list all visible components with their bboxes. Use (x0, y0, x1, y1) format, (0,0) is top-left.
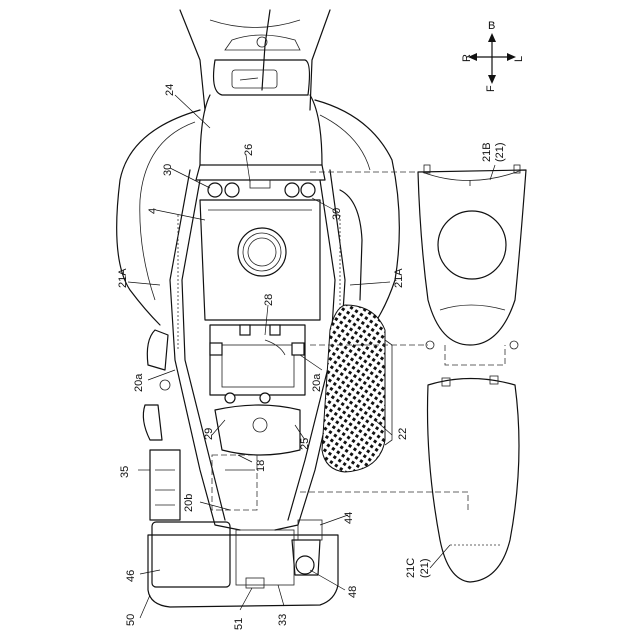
label-21b-sub: (21) (494, 142, 506, 162)
rear-section (212, 405, 300, 510)
label-50: 50 (125, 614, 137, 626)
label-21b: 21B (481, 142, 493, 162)
label-21a-left: 21A (117, 268, 129, 288)
label-4: 4 (147, 208, 159, 214)
compass-b-label: B (488, 20, 495, 32)
label-20a-right: 20a (311, 373, 323, 392)
compass-f-label: F (485, 85, 497, 92)
air-cleaner (322, 190, 392, 472)
label-21c: 21C (405, 558, 417, 578)
cover-21c (428, 376, 520, 582)
label-20b: 20b (183, 494, 195, 512)
label-35: 35 (119, 466, 131, 478)
main-frame (170, 170, 345, 530)
label-26: 26 (243, 144, 255, 156)
compass-r-label: R (461, 54, 473, 62)
label-46: 46 (125, 570, 137, 582)
label-28: 28 (263, 294, 275, 306)
rear-lower-components (148, 520, 338, 607)
label-44: 44 (343, 512, 355, 524)
label-21a-right: 21A (393, 268, 405, 288)
label-20a-left: 20a (133, 373, 145, 392)
fuel-tank (200, 180, 320, 320)
label-24: 24 (164, 84, 176, 96)
label-51: 51 (233, 618, 245, 630)
label-25: 25 (299, 438, 311, 450)
cover-21b (418, 165, 526, 349)
label-29: 29 (203, 428, 215, 440)
label-48: 48 (347, 586, 359, 598)
label-30-left: 30 (162, 164, 174, 176)
side-cover-shell (117, 100, 400, 330)
label-33: 33 (277, 614, 289, 626)
battery-area (210, 325, 305, 403)
label-18: 18 (255, 460, 267, 472)
label-21c-sub: (21) (419, 558, 431, 578)
front-cowl (180, 10, 330, 110)
direction-compass: B F R L (461, 20, 525, 92)
compass-l-label: L (513, 56, 525, 62)
label-22: 22 (397, 428, 409, 440)
label-30-right: 30 (331, 208, 343, 220)
seat (196, 95, 325, 180)
